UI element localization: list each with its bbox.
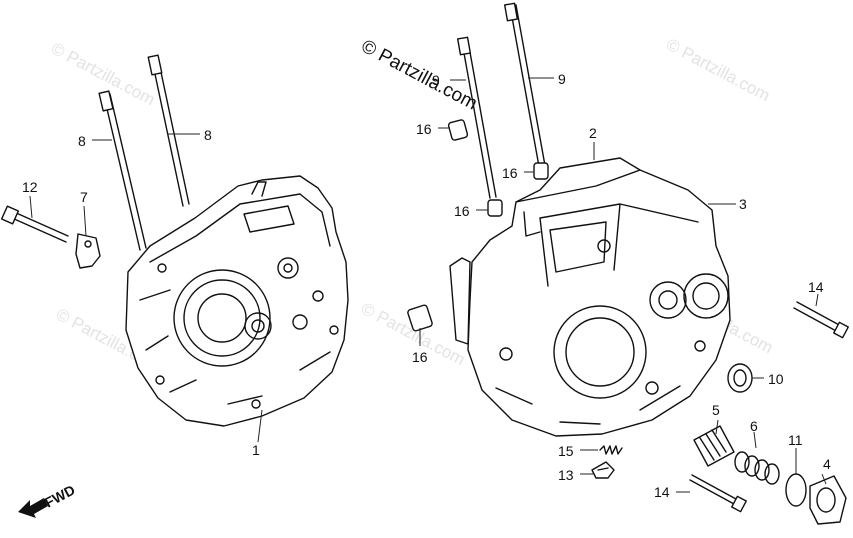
bolt[interactable] [793, 301, 849, 339]
callout-3: 3 [739, 196, 747, 212]
callout-13: 13 [558, 467, 574, 483]
dowel-pin[interactable] [407, 304, 433, 332]
callout-6: 6 [750, 418, 758, 434]
oil-strainer-screen[interactable] [693, 425, 735, 467]
callout-2: 2 [589, 125, 597, 141]
callout-5: 5 [712, 402, 720, 418]
callout-9: 9 [432, 72, 440, 88]
callout-14: 14 [808, 279, 824, 295]
oil-seal[interactable] [727, 363, 753, 393]
callout-7: 7 [80, 189, 88, 205]
dowel-pin[interactable] [447, 119, 469, 141]
callout-16: 16 [412, 349, 428, 365]
o-ring[interactable] [785, 473, 807, 507]
dowel-pin[interactable] [533, 162, 549, 180]
bolt[interactable] [689, 474, 747, 513]
stud-bolt[interactable] [98, 90, 147, 251]
callout-16: 16 [454, 203, 470, 219]
drain-plug-cap[interactable] [809, 475, 847, 525]
plug[interactable] [591, 461, 615, 479]
callout-15: 15 [558, 443, 574, 459]
stud-bolt[interactable] [503, 2, 547, 173]
callout-12: 12 [22, 179, 38, 195]
callout-16: 16 [502, 165, 518, 181]
callout-8: 8 [204, 127, 212, 143]
callout-14: 14 [654, 484, 670, 500]
callout-11: 11 [788, 432, 803, 448]
spring[interactable] [734, 451, 780, 485]
callout-4: 4 [823, 456, 831, 472]
fwd-label: FWD [42, 482, 78, 511]
left-crankcase[interactable] [125, 175, 349, 427]
callout-8: 8 [78, 133, 86, 149]
right-crankcase[interactable] [449, 157, 731, 437]
watermark-faint: © Partzilla.com [663, 35, 773, 106]
stud-bolt[interactable] [147, 54, 190, 207]
dowel-pin[interactable] [487, 199, 503, 217]
callout-9: 9 [558, 71, 566, 87]
bolt[interactable] [0, 205, 69, 243]
spring[interactable] [599, 445, 623, 455]
callout-10: 10 [768, 371, 784, 387]
stud-bolt[interactable] [456, 36, 497, 199]
cable-clamp[interactable] [75, 233, 101, 269]
callout-16: 16 [416, 121, 432, 137]
callout-1: 1 [252, 442, 260, 458]
forward-arrow-icon [18, 498, 48, 518]
